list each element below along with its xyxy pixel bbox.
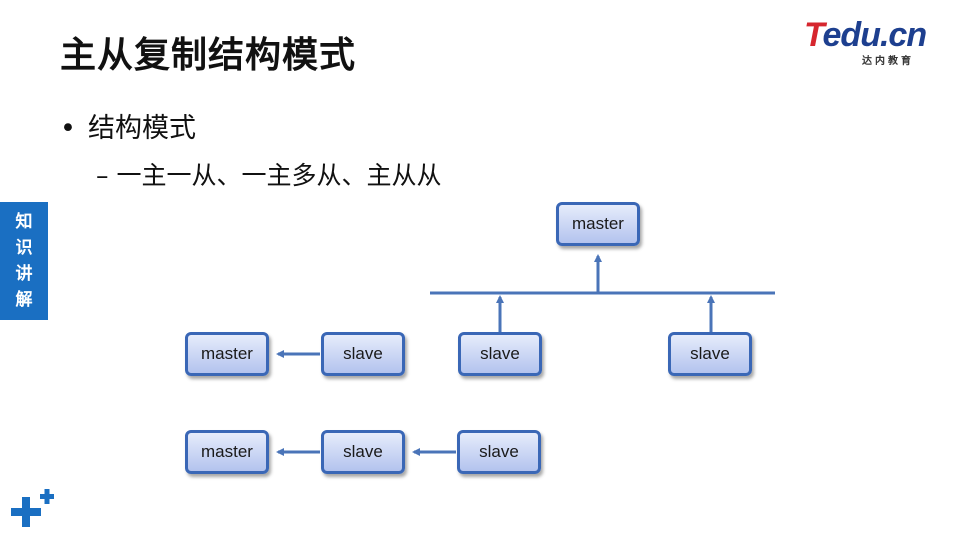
side-tab-char: 识 xyxy=(15,238,33,258)
node-master-single: master xyxy=(185,332,269,376)
logo-wordmark: Tedu.cn xyxy=(804,16,927,54)
plus-icon xyxy=(11,489,54,527)
node-slave-chain-middle: slave xyxy=(321,430,405,474)
node-slave-single: slave xyxy=(321,332,405,376)
tedu-logo: Tedu.cn 达内教育 xyxy=(800,16,940,72)
bullet-item: • 结构模式 xyxy=(60,106,196,145)
page-title: 主从复制结构模式 xyxy=(60,35,357,76)
side-tab-char: 讲 xyxy=(15,264,33,284)
side-tab-char: 解 xyxy=(15,290,33,310)
node-master-multi: master xyxy=(556,202,640,246)
side-tab-knowledge: 知 识 讲 解 xyxy=(0,202,48,320)
node-master-chain: master xyxy=(185,430,269,474)
node-slave-chain-end: slave xyxy=(457,430,541,474)
bullet-text: 结构模式 xyxy=(88,113,196,144)
bullet-marker: • xyxy=(60,113,76,144)
side-tab-char: 知 xyxy=(15,212,33,232)
sub-bullet-item: – 一主一从、一主多从、主从从 xyxy=(96,161,442,190)
node-slave-multi-right: slave xyxy=(668,332,752,376)
logo-subtitle: 达内教育 xyxy=(862,56,914,67)
node-slave-multi-left: slave xyxy=(458,332,542,376)
